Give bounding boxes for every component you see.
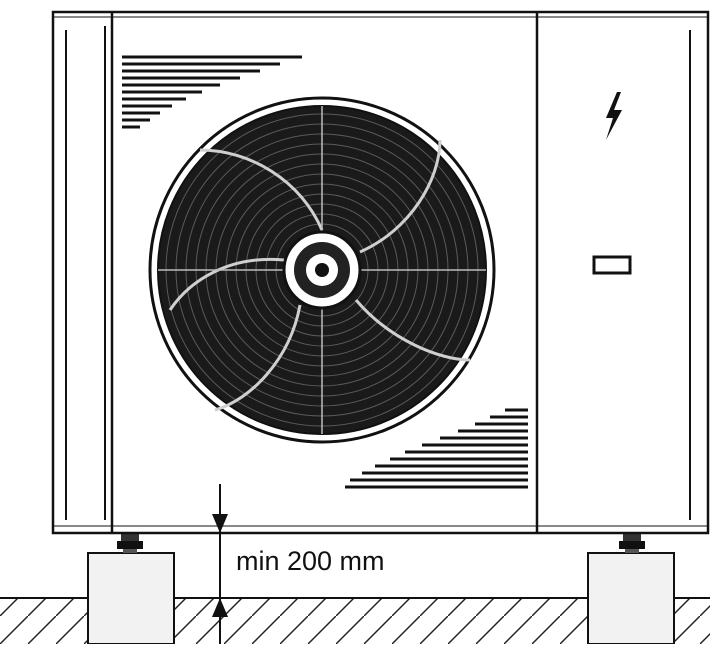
clearance-dimension <box>212 484 228 644</box>
foot-left <box>117 533 143 553</box>
vent-grille-top <box>122 55 302 129</box>
support-block-right <box>587 552 675 645</box>
left-side-panel <box>65 12 114 533</box>
arrow-up-icon <box>212 598 228 617</box>
right-side-panel <box>535 12 691 533</box>
arrow-down-icon <box>212 514 228 533</box>
outdoor-unit <box>51 10 710 535</box>
vent-grille-bottom <box>345 408 528 489</box>
foot-right <box>619 533 645 553</box>
support-block-left <box>87 552 175 645</box>
clearance-label: min 200 mm <box>236 546 385 576</box>
service-handle-icon <box>592 255 632 275</box>
lightning-bolt-icon <box>606 92 622 140</box>
fan-icon <box>148 96 496 444</box>
